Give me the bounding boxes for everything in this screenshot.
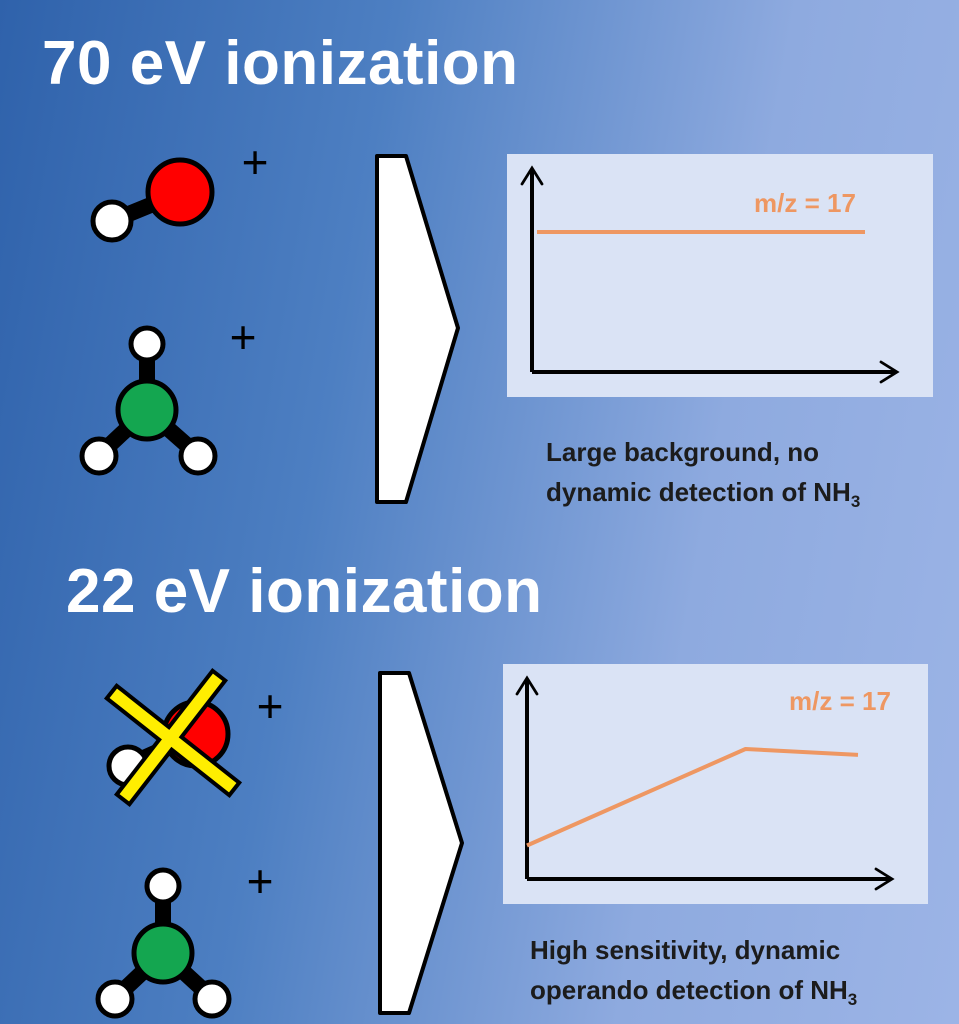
caption-22ev-line1: High sensitivity, dynamic bbox=[530, 935, 841, 965]
ammonia-molecule bbox=[95, 867, 232, 1019]
series-label: m/z = 17 bbox=[789, 686, 891, 716]
plus-sign-water: + bbox=[242, 136, 269, 188]
nitrogen-atom bbox=[131, 921, 195, 985]
hydrogen-atom bbox=[90, 199, 134, 243]
heading-22ev: 22 eV ionization bbox=[66, 557, 543, 626]
plot-background bbox=[507, 154, 933, 397]
caption-70ev-line1: Large background, no bbox=[546, 437, 820, 467]
plot-background bbox=[503, 664, 928, 904]
hydrogen-atom bbox=[95, 979, 135, 1019]
mz17-trace bbox=[526, 747, 859, 848]
caption-70ev: Large background, no dynamic detection o… bbox=[546, 432, 860, 512]
hydrogen-atom bbox=[178, 436, 218, 476]
hydrogen-atom bbox=[192, 979, 232, 1019]
hydrogen-atom bbox=[79, 436, 119, 476]
hydrogen-atom bbox=[128, 325, 166, 363]
nitrogen-atom bbox=[115, 378, 179, 442]
hydrogen-atom bbox=[144, 867, 182, 905]
plus-sign-water: + bbox=[257, 680, 284, 732]
signal-plot-22ev: m/z = 17 bbox=[503, 664, 928, 904]
water-molecule bbox=[90, 157, 215, 243]
caption-22ev: High sensitivity, dynamic operando detec… bbox=[530, 930, 857, 1010]
plus-sign-ammonia: + bbox=[230, 311, 257, 363]
caption-22ev-line2: operando detection of NH3 bbox=[530, 975, 858, 1009]
signal-plot-70ev: m/z = 17 bbox=[507, 154, 933, 397]
ionization-chevron bbox=[375, 154, 460, 504]
oxygen-atom bbox=[145, 157, 215, 227]
caption-70ev-line2: dynamic detection of NH3 bbox=[546, 477, 861, 511]
series-label: m/z = 17 bbox=[754, 188, 856, 218]
ionization-chevron bbox=[378, 671, 464, 1015]
plus-sign-ammonia: + bbox=[247, 855, 274, 907]
heading-70ev: 70 eV ionization bbox=[42, 29, 519, 98]
ammonia-molecule bbox=[79, 325, 218, 476]
water-molecule-crossed bbox=[103, 667, 243, 808]
cross-out-mark bbox=[103, 667, 243, 808]
